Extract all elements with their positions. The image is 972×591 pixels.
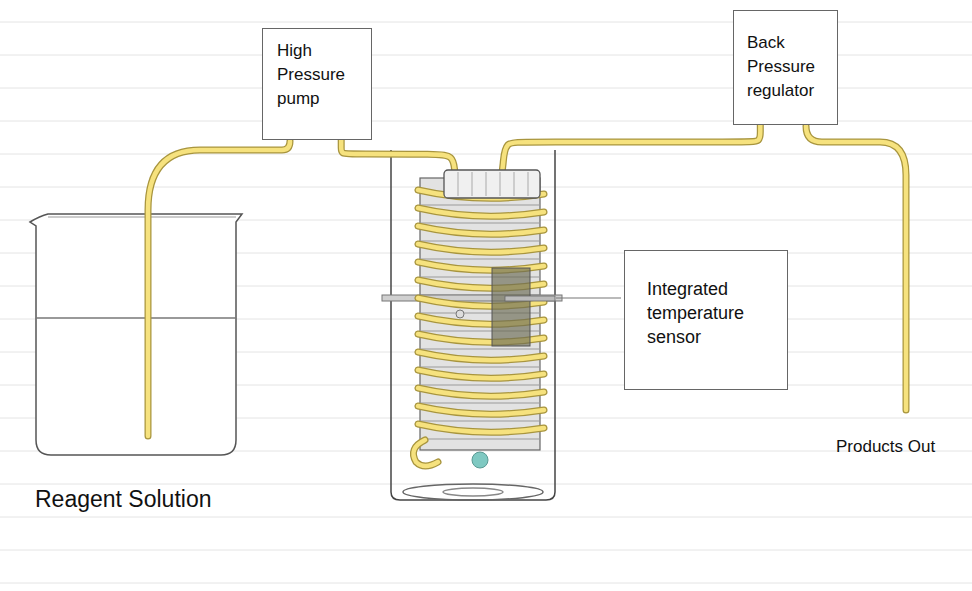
tube-outline <box>341 125 760 186</box>
temperature-probe <box>382 295 562 318</box>
coil-turn <box>418 208 544 216</box>
reactor-coil <box>418 190 544 432</box>
coil-turn <box>418 424 544 432</box>
reagent-feed-tube <box>148 141 290 436</box>
coil-turn <box>418 352 544 360</box>
coil-turn <box>418 226 544 234</box>
reactor-cap <box>444 170 540 198</box>
sensor-label-box: Integrated temperature sensor <box>624 250 788 390</box>
temperature-sensor-block <box>492 268 555 346</box>
reactor-jacket <box>391 150 555 500</box>
coil-turn-outline <box>418 226 544 234</box>
coil-bottom-loop <box>413 440 438 466</box>
coil-turn-outline <box>418 352 544 360</box>
coil-turn <box>418 388 544 396</box>
coil-turn-outline <box>418 244 544 252</box>
regulator-box: Back Pressure regulator <box>733 10 838 125</box>
reagent-label: Reagent Solution <box>35 486 211 513</box>
box-label: High Pressure pump <box>277 39 365 111</box>
coil-turn <box>418 370 544 378</box>
coil-turn <box>418 406 544 414</box>
coil-turn-outline <box>418 388 544 396</box>
coil-turn-outline <box>418 208 544 216</box>
coil-turn-outline <box>418 406 544 414</box>
products-out-tube <box>806 126 906 410</box>
box-label: Integrated temperature sensor <box>647 277 779 349</box>
coil-turn-outline <box>418 424 544 432</box>
pump-box: High Pressure pump <box>262 28 372 140</box>
coil-turn <box>418 244 544 252</box>
tube-connector <box>341 125 760 186</box>
sensor-leader-line <box>556 297 621 298</box>
box-label: Back Pressure regulator <box>747 31 831 103</box>
beaker <box>30 214 242 455</box>
tube-fill <box>341 125 760 186</box>
coil-turn-outline <box>418 370 544 378</box>
outlet-label: Products Out <box>836 437 935 457</box>
